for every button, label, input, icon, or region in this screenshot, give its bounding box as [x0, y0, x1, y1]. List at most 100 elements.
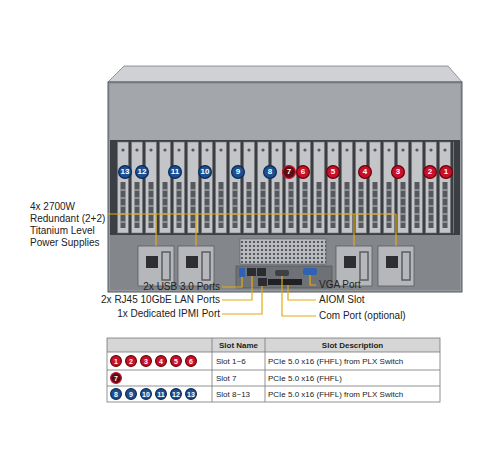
callout-text: 8 — [114, 391, 118, 398]
callout-text: 3 — [396, 168, 400, 176]
callout-number: 4 — [358, 165, 372, 179]
callout-text: 4 — [159, 358, 163, 365]
chassis-rear — [108, 82, 462, 292]
callout-text: 9 — [129, 391, 133, 398]
table-header: Slot Name — [212, 341, 265, 350]
callout-text: 4 — [363, 168, 367, 176]
callout-number: 2 — [423, 165, 437, 179]
vent-grid — [240, 239, 326, 264]
callout-number: 5 — [326, 165, 340, 179]
callout-circle-shape — [186, 356, 197, 367]
callout-text: 9 — [236, 168, 240, 176]
callout-number: 11 — [155, 388, 167, 400]
callout-number: 1 — [110, 355, 122, 367]
io-ports — [236, 266, 332, 288]
callout-circle-shape — [141, 356, 152, 367]
callout-number: 13 — [118, 165, 132, 179]
callout-number: 7 — [282, 165, 296, 179]
callout-circle-shape — [283, 166, 296, 179]
callout-circle-shape — [141, 389, 152, 400]
callout-text: 2 — [129, 358, 133, 365]
callout-label: AIOM Slot — [319, 294, 459, 306]
callout-number: 13 — [185, 388, 197, 400]
callout-label: VGA Port — [319, 279, 459, 291]
callout-number: 8 — [263, 165, 277, 179]
callout-circle-shape — [171, 389, 182, 400]
callout-text: 1 — [114, 358, 118, 365]
table-cell: PCIe 5.0 x16 (FHFL) from PLX Switch — [268, 357, 440, 366]
callout-text: 7 — [287, 168, 291, 176]
callout-circle-shape — [297, 166, 310, 179]
table-cell: Slot 8~13 — [216, 390, 264, 399]
callout-circle-shape — [359, 166, 372, 179]
callout-text: 8 — [268, 168, 272, 176]
callout-number: 10 — [140, 388, 152, 400]
callout-circle-shape — [126, 389, 137, 400]
table-cell: PCIe 5.0 x16 (FHFL) — [268, 374, 440, 383]
slot-bay — [110, 140, 460, 235]
callout-text: 12 — [172, 391, 180, 398]
callout-number: 11 — [168, 165, 182, 179]
callout-number: 6 — [185, 355, 197, 367]
callout-circle-shape — [199, 166, 212, 179]
callout-text: 1 — [444, 168, 448, 176]
callout-circle-shape — [126, 356, 137, 367]
table-cell: Slot 7 — [216, 374, 264, 383]
callout-label: 1x Dedicated IPMI Port — [60, 308, 220, 320]
callout-text: 11 — [157, 391, 164, 398]
callout-circle-shape — [440, 166, 453, 179]
callout-circle-shape — [111, 373, 122, 384]
callout-text: 10 — [142, 391, 150, 398]
callout-text: 13 — [121, 168, 130, 176]
callout-circle-shape — [111, 389, 122, 400]
callout-circle-shape — [111, 356, 122, 367]
callout-text: 6 — [189, 358, 193, 365]
callout-number: 9 — [231, 165, 245, 179]
table-cell: Slot 1~6 — [216, 357, 264, 366]
callout-text: 13 — [187, 391, 195, 398]
callout-number: 4 — [155, 355, 167, 367]
table-header: Slot Description — [265, 341, 440, 350]
callout-circle-shape — [186, 389, 197, 400]
callout-text: 10 — [201, 168, 210, 176]
callout-circle-shape — [264, 166, 277, 179]
callout-circle-shape — [156, 389, 167, 400]
callout-text: 12 — [138, 168, 147, 176]
callout-label: 2x RJ45 10GbE LAN Ports — [60, 294, 220, 306]
callout-number: 12 — [135, 165, 149, 179]
callout-circle-shape — [156, 356, 167, 367]
callout-circle-shape — [424, 166, 437, 179]
callout-number: 3 — [140, 355, 152, 367]
callout-circle-shape — [392, 166, 405, 179]
callout-number: 2 — [125, 355, 137, 367]
callout-number: 10 — [198, 165, 212, 179]
callout-text: 5 — [174, 358, 178, 365]
slot-table — [107, 338, 440, 402]
callout-text: 7 — [114, 375, 118, 382]
callout-number: 6 — [296, 165, 310, 179]
callout-circle-shape — [136, 166, 149, 179]
table-cell: PCIe 5.0 x16 (FHFL) from PLX Switch — [268, 390, 440, 399]
callout-circle-shape — [169, 166, 182, 179]
callout-text: 2 — [428, 168, 432, 176]
callout-label: 4x 2700W Redundant (2+2) Titanium Level … — [30, 201, 114, 249]
callout-circle-shape — [171, 356, 182, 367]
callout-number: 5 — [170, 355, 182, 367]
upper-panel — [110, 84, 460, 140]
chassis-top — [108, 66, 462, 82]
callout-number: 3 — [391, 165, 405, 179]
callout-text: 6 — [301, 168, 305, 176]
callout-text: 3 — [144, 358, 148, 365]
callout-number: 8 — [110, 388, 122, 400]
callout-circle-shape — [119, 166, 132, 179]
callout-text: 11 — [171, 168, 179, 176]
callout-number: 7 — [110, 372, 122, 384]
callout-text: 5 — [331, 168, 335, 176]
callout-circle-shape — [327, 166, 340, 179]
callout-label: 2x USB 3.0 Ports — [100, 281, 220, 293]
pcie-brackets — [116, 140, 454, 235]
callout-label: Com Port (optional) — [319, 310, 479, 322]
callout-number: 9 — [125, 388, 137, 400]
